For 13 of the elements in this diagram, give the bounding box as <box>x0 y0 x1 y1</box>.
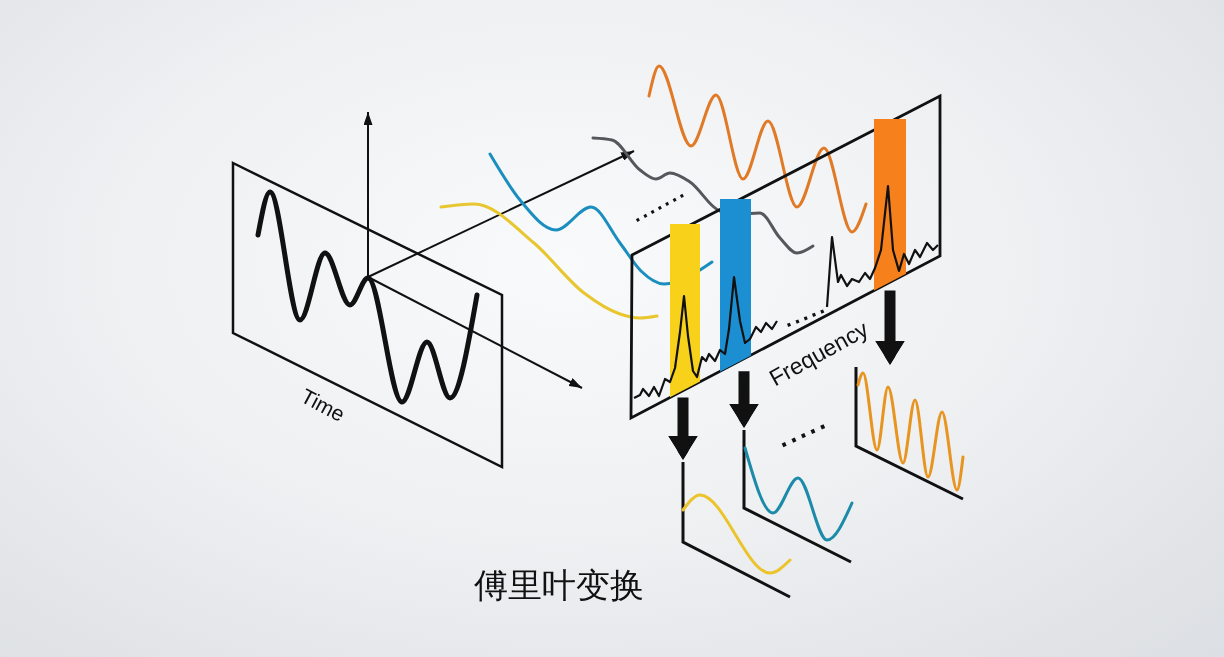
frequency-band <box>874 119 906 291</box>
block-arrow <box>668 397 698 460</box>
block-arrow <box>875 290 905 365</box>
caption: 傅里叶变换 <box>474 567 644 605</box>
time-domain-panel <box>231 161 504 469</box>
waveform-plot <box>681 460 792 599</box>
frequency-band <box>670 224 700 398</box>
ellipsis: ..... <box>766 396 832 457</box>
spectrum-panel <box>629 94 942 420</box>
axis-label: Time <box>297 384 349 426</box>
ellipsis: ....... <box>622 171 690 229</box>
frequency-band <box>720 198 751 372</box>
block-arrow <box>729 371 759 428</box>
